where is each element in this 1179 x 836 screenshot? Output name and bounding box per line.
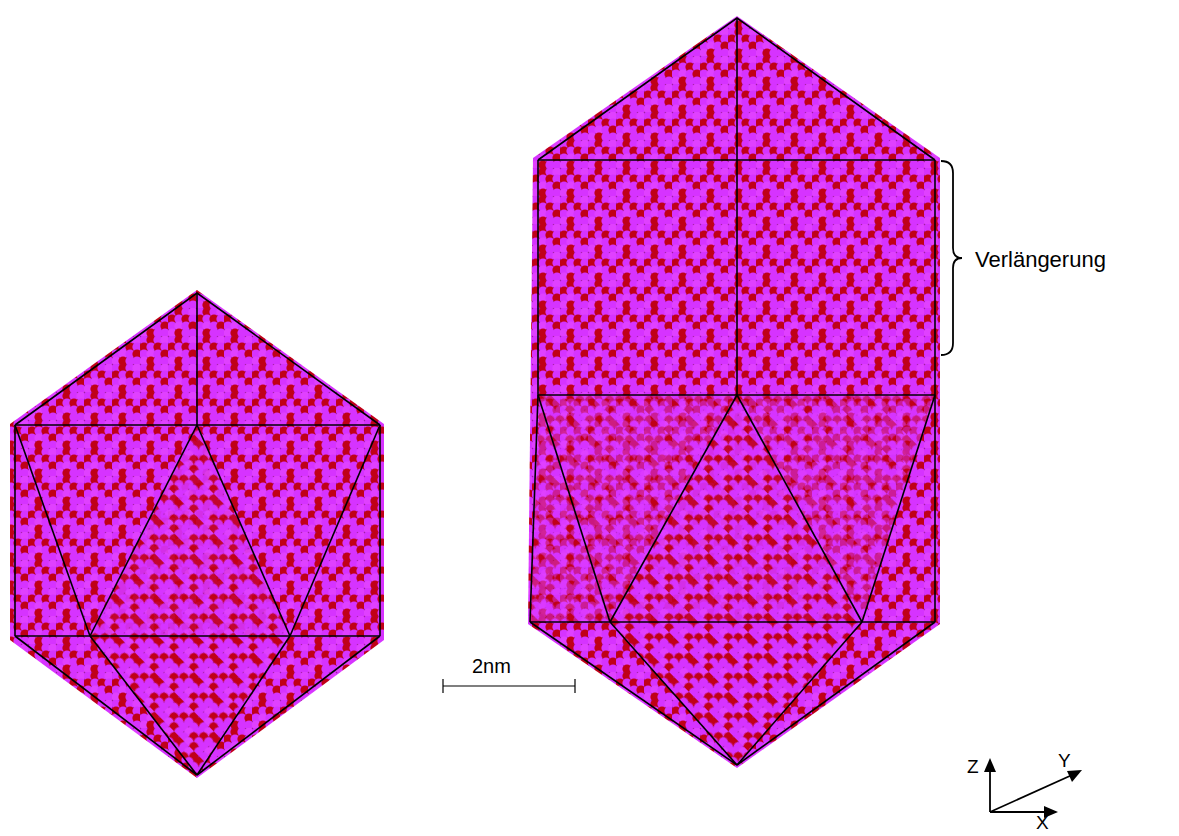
icosahedron-particle xyxy=(10,290,384,778)
extension-label: Verlängerung xyxy=(975,249,1106,271)
elongated-particle xyxy=(528,16,940,768)
scale-bar-label: 2nm xyxy=(472,656,511,676)
axis-label: X xyxy=(1036,813,1049,832)
extension-bracket xyxy=(941,161,962,355)
axis-label: Z xyxy=(967,757,979,776)
axis-label: Y xyxy=(1058,751,1071,770)
scale-bar xyxy=(443,679,575,693)
